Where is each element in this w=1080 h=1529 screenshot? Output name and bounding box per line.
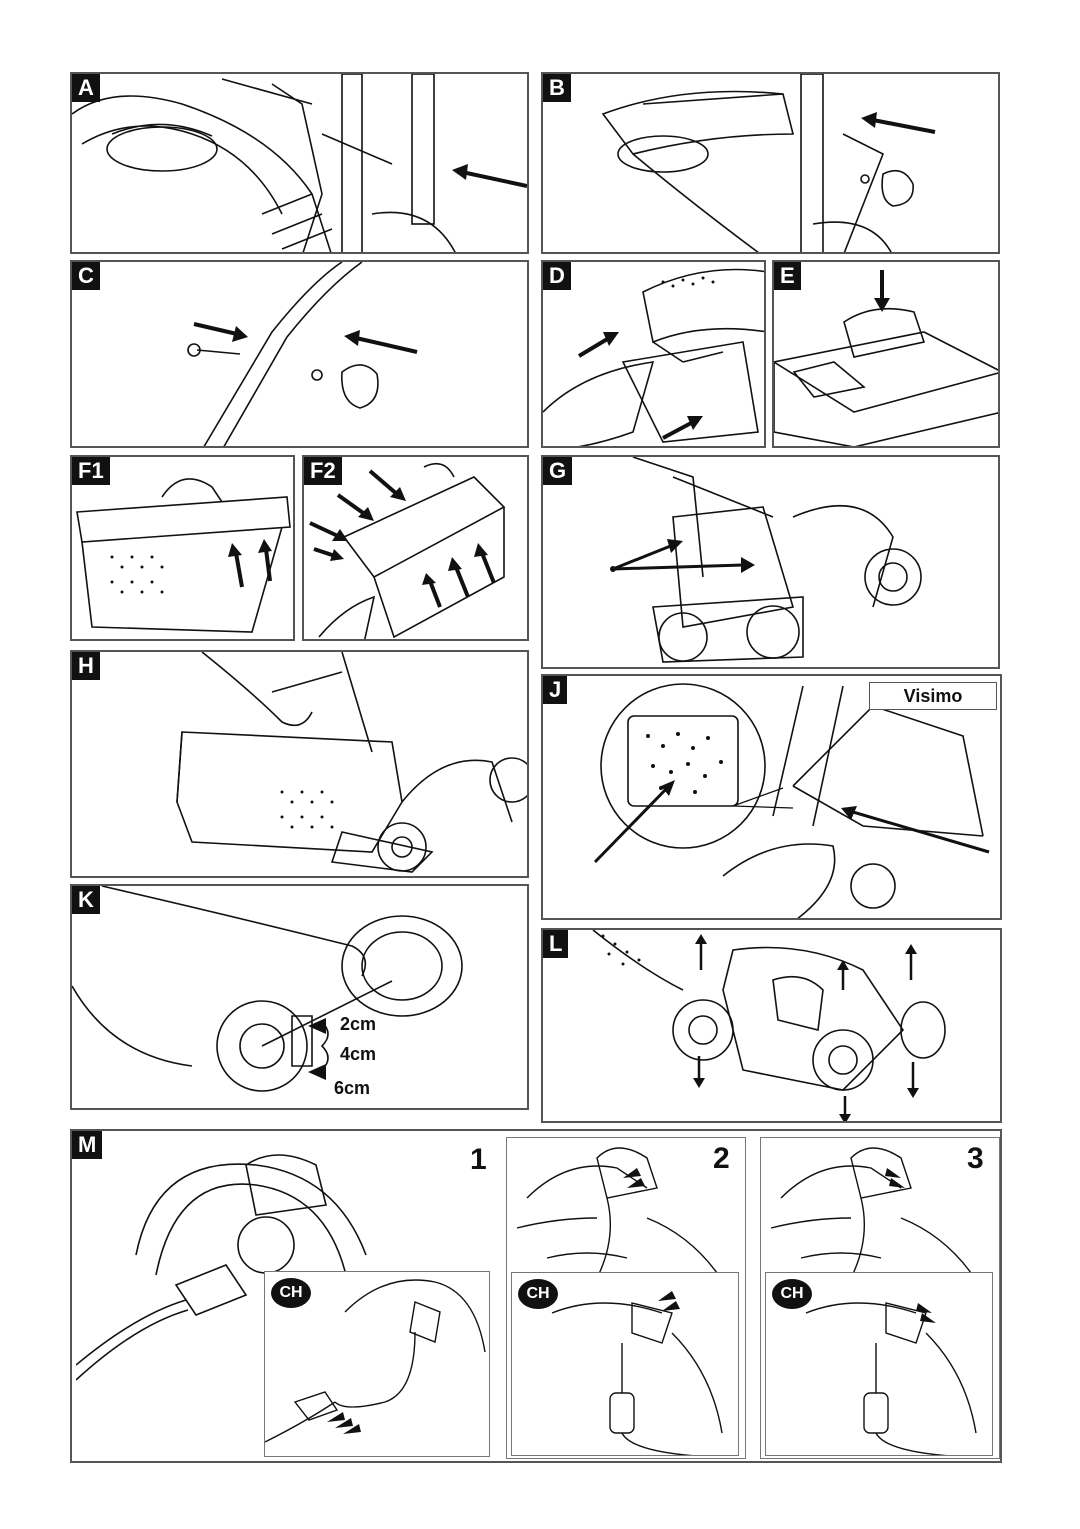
panel-label-d: D xyxy=(543,262,571,290)
figure-panel-c: C xyxy=(70,260,529,448)
panel-label-f1: F1 xyxy=(72,457,110,485)
panel-label-m: M xyxy=(72,1131,103,1159)
ch-plug-step-1-illustration xyxy=(265,1279,486,1443)
figure-panel-m: 1 CH M xyxy=(70,1129,1002,1463)
panel-label-b: B xyxy=(543,74,571,102)
figure-panel-a: A xyxy=(70,72,529,254)
height-label-4cm: 4cm xyxy=(340,1044,377,1064)
step-2-frame: 2 CH xyxy=(506,1137,746,1459)
grass-box-fitting-illustration xyxy=(176,652,527,873)
figure-panel-h: H xyxy=(70,650,529,878)
panel-label-j: J xyxy=(543,676,568,704)
figure-panel-e: E xyxy=(772,260,1000,448)
figure-panel-d: D xyxy=(541,260,766,448)
panel-label-c: C xyxy=(72,262,100,290)
figure-panel-f2: F2 xyxy=(302,455,529,641)
ch-plug-step-2-illustration xyxy=(551,1291,723,1455)
grass-box-handle-illustration xyxy=(774,270,998,446)
panel-label-k: K xyxy=(72,886,100,914)
visimo-label: Visimo xyxy=(869,682,997,710)
ch-plug-step-3-illustration xyxy=(805,1302,977,1455)
grass-box-attach-illustration xyxy=(610,457,922,663)
figure-panel-g: G xyxy=(541,455,1000,669)
mower-handle-bolt-illustration xyxy=(601,74,936,252)
ch-badge: CH xyxy=(772,1279,812,1309)
visimo-window-illustration xyxy=(593,683,990,918)
panel-label-g: G xyxy=(543,457,573,485)
lifting-points-illustration xyxy=(592,930,946,1121)
height-label-6cm: 6cm xyxy=(334,1078,371,1098)
ch-badge: CH xyxy=(271,1278,311,1308)
step-3-ch-frame: CH xyxy=(765,1272,993,1456)
cable-plug-step-3-illustration xyxy=(770,1147,982,1289)
figure-panel-b: B xyxy=(541,72,1000,254)
handle-bolt-assembly-illustration xyxy=(187,262,418,446)
mower-handle-attach-illustration xyxy=(72,74,527,252)
grass-box-full-indicator-illustration xyxy=(76,478,291,633)
panel-label-a: A xyxy=(72,74,100,102)
ch-badge: CH xyxy=(518,1279,558,1309)
grass-box-assembly-illustration xyxy=(543,268,764,446)
figure-panel-k: 2cm 4cm 6cm K xyxy=(70,884,529,1110)
step-number-2: 2 xyxy=(713,1142,730,1175)
step-number-3: 3 xyxy=(967,1142,984,1175)
grass-box-indicator-arrows-illustration xyxy=(309,462,506,639)
figure-panel-j: Visimo J xyxy=(541,674,1002,920)
cable-plug-step-1-illustration xyxy=(76,1154,367,1381)
figure-panel-f1: F1 xyxy=(70,455,295,641)
height-label-2cm: 2cm xyxy=(340,1014,377,1034)
panel-label-e: E xyxy=(774,262,801,290)
panel-label-l: L xyxy=(543,930,569,958)
step-number-1: 1 xyxy=(470,1143,487,1176)
panel-label-f2: F2 xyxy=(304,457,342,485)
figure-panel-l: L xyxy=(541,928,1002,1123)
cutting-height-adjust-illustration xyxy=(72,886,463,1092)
panel-label-h: H xyxy=(72,652,100,680)
step-2-ch-frame: CH xyxy=(511,1272,739,1456)
step-3-frame: 3 CH xyxy=(760,1137,1000,1459)
step-1-ch-frame: CH xyxy=(264,1271,490,1457)
